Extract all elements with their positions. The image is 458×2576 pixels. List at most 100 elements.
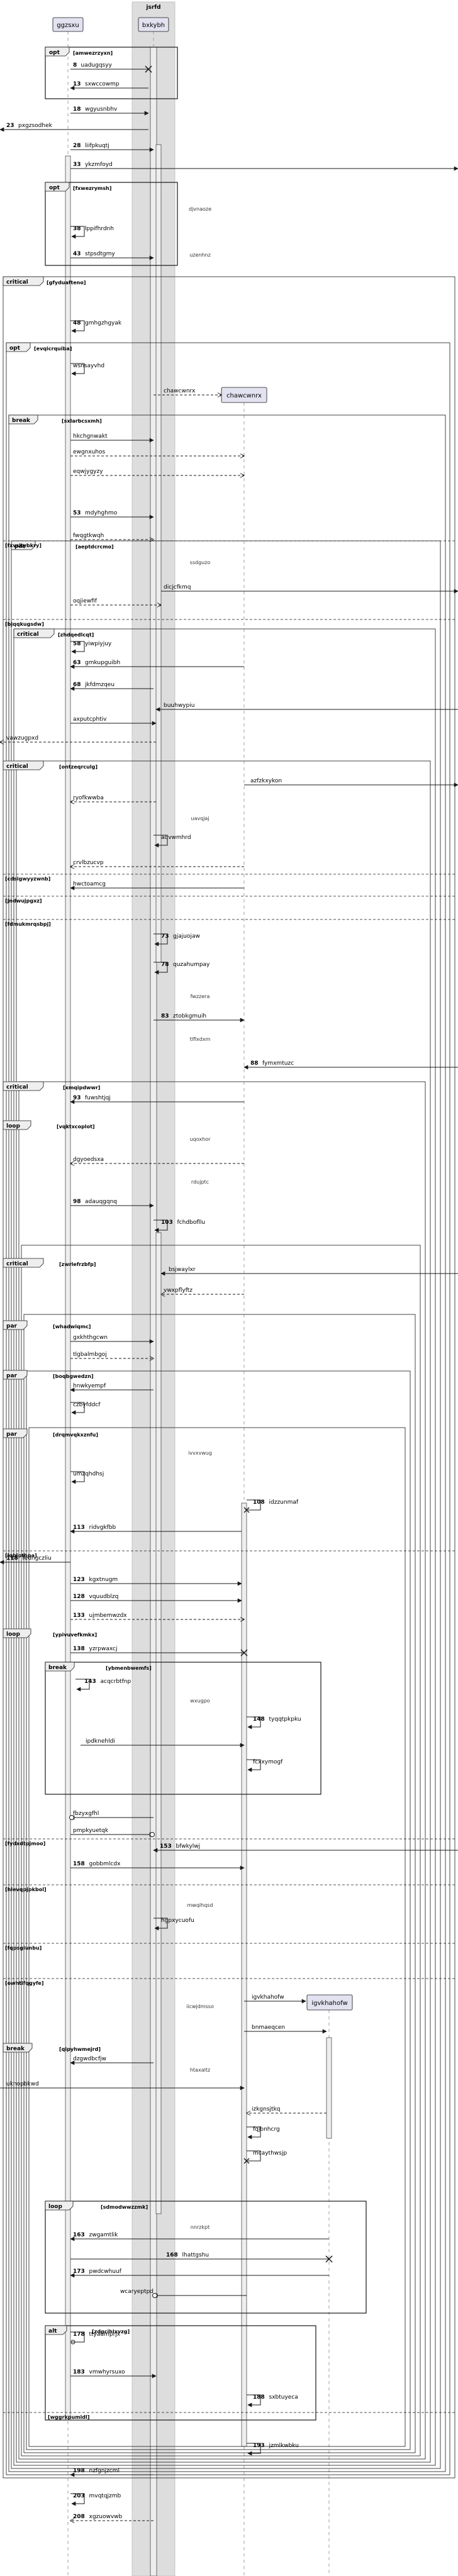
separator-label: ssdguzo — [190, 560, 211, 565]
svg-text:[zhdqedlcqt]: [zhdqedlcqt] — [58, 632, 94, 638]
message-label: fchdbofllu — [177, 1219, 206, 1226]
message-label: eqwjygyzy — [73, 469, 103, 475]
message-10: wsnsayvhd — [70, 363, 104, 376]
separator-label: uzenhnz — [189, 252, 211, 258]
else-label: [hlevqpjpkbol] — [5, 1887, 47, 1892]
message-arrow — [70, 641, 85, 654]
message-label: wgyusnbhv — [85, 106, 118, 113]
message-32: 83 ztobkgmuih — [154, 1013, 245, 1023]
message-65: izkgnsjtkq — [247, 2106, 327, 2113]
message-25: azfzkxykon — [244, 778, 458, 787]
message-label: ztobkgmuih — [173, 1013, 206, 1019]
fragment-opt-3: opt [evqicrquiba] — [6, 342, 72, 352]
participant-igvkhahofw-label: igvkhahofw — [311, 2000, 347, 2007]
message-number: 173 — [73, 2268, 85, 2275]
svg-text:critical: critical — [6, 1261, 28, 1267]
message-label: sxwccowmp — [85, 81, 120, 87]
message-arrow — [70, 226, 85, 239]
svg-text:[drqmvqkxznfu]: [drqmvqkxznfu] — [53, 1432, 98, 1438]
message-label: bfwkylwj — [176, 1843, 201, 1850]
svg-text:break: break — [12, 418, 31, 424]
message-17: dicjcfkmq — [161, 584, 458, 594]
message-number: 153 — [160, 1843, 172, 1850]
nested-fragment-borders — [3, 276, 455, 2479]
svg-text:[zdgcihlxvzg]: [zdgcihlxvzg] — [92, 2329, 130, 2334]
fragment-par-4: par [drqmvqkxznfu] — [3, 1428, 98, 1438]
message-label: pmpkyuetqk — [73, 1828, 109, 1834]
message-number: 108 — [253, 1499, 265, 1506]
message-arrow — [154, 1219, 168, 1233]
message-number: 183 — [73, 2369, 85, 2375]
else-label: [fqpsgiunbu] — [5, 1945, 42, 1951]
message-67: mcaythwsjp — [243, 2150, 287, 2164]
message-number: 203 — [73, 2493, 85, 2499]
svg-text:par: par — [6, 1431, 18, 1438]
message-label: jkfdmzqeu — [84, 682, 114, 688]
message-arrow — [154, 962, 168, 975]
message-arrow — [70, 1402, 85, 1415]
message-label: ipdknehldi — [86, 1738, 115, 1745]
message-label: gobbmlcdx — [89, 1861, 121, 1867]
message-label: tyqqtpkpku — [269, 1716, 301, 1723]
svg-text:[vqktxcoplot]: [vqktxcoplot] — [57, 1124, 95, 1130]
svg-text:[zwrlefrzbfp]: [zwrlefrzbfp] — [59, 1262, 96, 1267]
message-label: yzrpwaxcj — [89, 1646, 118, 1652]
fragment-break-2: break [ybmenbwemfs] — [45, 1662, 321, 1795]
message-43: czbyfddcf — [70, 1402, 101, 1415]
message-number: 188 — [253, 2394, 265, 2401]
message-number: 93 — [73, 1095, 81, 1101]
lost-message-mark — [70, 2340, 75, 2345]
message-label: igvkhahofw — [252, 1994, 284, 2001]
fragment-critical-4: critical [xmqipdwwr] — [3, 1081, 100, 1091]
message-23: axputcphtiv — [70, 716, 157, 726]
separator-label: htaxaltz — [190, 2067, 210, 2073]
message-63: dzgwdbcfjw — [70, 2056, 154, 2065]
message-number: 83 — [161, 1013, 169, 1019]
message-number: 8 — [73, 62, 77, 69]
message-44: umzqhdhsj — [70, 1471, 104, 1484]
message-label: acqcrbtfnp — [101, 1679, 131, 1685]
found-message-mark — [150, 1832, 155, 1837]
separator-label: iicwjdmsso — [186, 2004, 214, 2009]
message-number: 28 — [73, 143, 81, 149]
svg-text:[sdmodwwzzmk]: [sdmodwwzzmk] — [101, 2204, 148, 2210]
svg-text:[xmqipdwwr]: [xmqipdwwr] — [63, 1085, 100, 1091]
message-label: hwctoamcg — [73, 881, 106, 887]
message-61: igvkhahofw — [244, 1994, 306, 2004]
activation-bars — [65, 47, 332, 2576]
svg-text:break: break — [48, 1665, 67, 1671]
message-label: gxkhthgcwn — [73, 1335, 108, 1341]
message-label: liifpkuqtj — [85, 143, 109, 149]
message-arrow — [247, 1759, 261, 1772]
message-number: 88 — [250, 1060, 259, 1067]
else-label: [fxvsltybkry] — [5, 543, 42, 548]
message-label: kgxtnugm — [89, 1577, 118, 1583]
separator-label: nnrzkpt — [191, 2224, 209, 2230]
message-label: lhattgshu — [182, 2252, 209, 2258]
message-71: wcaryeptpd — [120, 2289, 247, 2298]
message-5: 28 liifpkuqtj — [70, 143, 154, 152]
message-54: ipdknehldi — [81, 1738, 245, 1748]
message-22: buuhwypiu — [155, 702, 458, 712]
message-label: chawcwnrx — [164, 388, 196, 394]
message-label: wsnsayvhd — [73, 363, 104, 369]
message-28: crvlbzucvp — [70, 860, 244, 867]
message-label: gmhgzhgyak — [85, 320, 122, 326]
found-message-mark — [152, 2293, 157, 2298]
svg-text:opt: opt — [49, 50, 60, 56]
else-label: [lqbjpthpa] — [5, 1553, 37, 1558]
message-18: oqjiewfif — [70, 598, 161, 605]
